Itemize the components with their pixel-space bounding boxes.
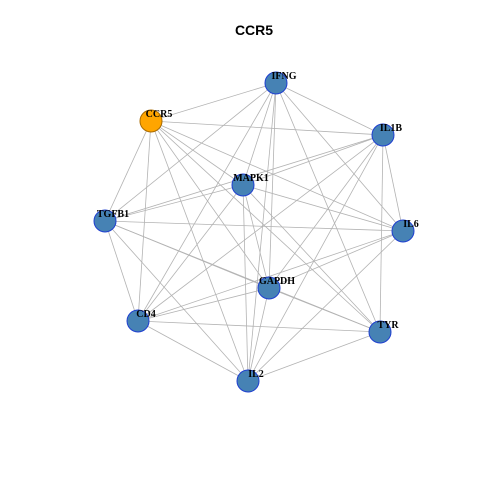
- node-cd4: CD4: [126, 309, 156, 333]
- edge-cd4-tyr: [137, 320, 381, 333]
- edge-ifng-tgfb1: [104, 82, 277, 222]
- node-ccr5: CCR5: [139, 109, 173, 133]
- node-circle-ccr5: [139, 109, 163, 133]
- edge-mapk1-il6: [242, 184, 404, 232]
- edge-ccr5-tgfb1: [104, 120, 152, 222]
- node-circle-cd4: [126, 309, 150, 333]
- edge-layer: [104, 82, 404, 382]
- node-label-il2: IL2: [248, 369, 264, 380]
- node-il6: IL6: [391, 219, 419, 243]
- node-circle-tgfb1: [93, 209, 117, 233]
- edge-ccr5-cd4: [137, 120, 152, 322]
- edge-cd4-il2: [137, 320, 249, 382]
- edge-il6-il2: [247, 230, 404, 382]
- node-il1b: IL1B: [371, 123, 403, 147]
- node-label-tyr: TYR: [377, 320, 399, 331]
- node-tyr: TYR: [368, 320, 399, 344]
- edge-ccr5-gapdh: [150, 120, 270, 289]
- edge-ccr5-il1b: [150, 120, 384, 136]
- edge-tgfb1-cd4: [104, 220, 139, 322]
- node-circle-il2: [236, 369, 260, 393]
- node-circle-il6: [391, 219, 415, 243]
- edge-ifng-il6: [275, 82, 404, 232]
- node-label-cd4: CD4: [136, 309, 155, 320]
- node-label-mapk1: MAPK1: [233, 173, 269, 184]
- edge-gapdh-cd4: [137, 287, 270, 322]
- node-circle-gapdh: [257, 276, 281, 300]
- node-ifng: IFNG: [264, 71, 297, 95]
- edge-il6-cd4: [137, 230, 404, 322]
- edge-il6-gapdh: [268, 230, 404, 289]
- edge-il1b-gapdh: [268, 134, 384, 289]
- edge-gapdh-il2: [247, 287, 270, 382]
- diagram-title: CCR5: [235, 22, 273, 38]
- edge-il1b-il6: [382, 134, 404, 232]
- edge-mapk1-tyr: [242, 184, 381, 333]
- edge-il1b-il2: [247, 134, 384, 382]
- edge-ifng-mapk1: [242, 82, 277, 186]
- edge-mapk1-il2: [242, 184, 249, 382]
- edge-mapk1-gapdh: [242, 184, 270, 289]
- node-circle-ifng: [264, 71, 288, 95]
- edge-mapk1-cd4: [137, 184, 244, 322]
- node-label-ccr5: CCR5: [146, 109, 173, 120]
- node-label-il6: IL6: [403, 219, 419, 230]
- edge-il1b-cd4: [137, 134, 384, 322]
- node-gapdh: GAPDH: [257, 276, 295, 300]
- edge-ifng-gapdh: [268, 82, 277, 289]
- edge-tgfb1-il6: [104, 220, 404, 232]
- edge-ifng-il1b: [275, 82, 384, 136]
- edge-ifng-il2: [247, 82, 277, 382]
- edge-il1b-tyr: [379, 134, 384, 333]
- node-circle-tyr: [368, 320, 392, 344]
- edge-ccr5-mapk1: [150, 120, 244, 186]
- edge-il1b-mapk1: [242, 134, 384, 186]
- node-mapk1: MAPK1: [231, 173, 269, 197]
- node-tgfb1: TGFB1: [93, 209, 129, 233]
- edge-gapdh-tyr: [268, 287, 381, 333]
- edge-ccr5-il2: [150, 120, 249, 382]
- edge-ifng-ccr5: [150, 82, 277, 122]
- node-il2: IL2: [236, 369, 264, 393]
- node-label-ifng: IFNG: [272, 71, 297, 82]
- edge-tyr-il2: [247, 331, 381, 382]
- edge-mapk1-tgfb1: [104, 184, 244, 222]
- edge-ccr5-il6: [150, 120, 404, 232]
- node-label-tgfb1: TGFB1: [97, 209, 129, 220]
- node-label-gapdh: GAPDH: [259, 276, 295, 287]
- node-circle-mapk1: [231, 173, 255, 197]
- node-label-il1b: IL1B: [380, 123, 403, 134]
- edge-ifng-tyr: [275, 82, 381, 333]
- edge-tgfb1-il2: [104, 220, 249, 382]
- node-circle-il1b: [371, 123, 395, 147]
- edge-ifng-cd4: [137, 82, 277, 322]
